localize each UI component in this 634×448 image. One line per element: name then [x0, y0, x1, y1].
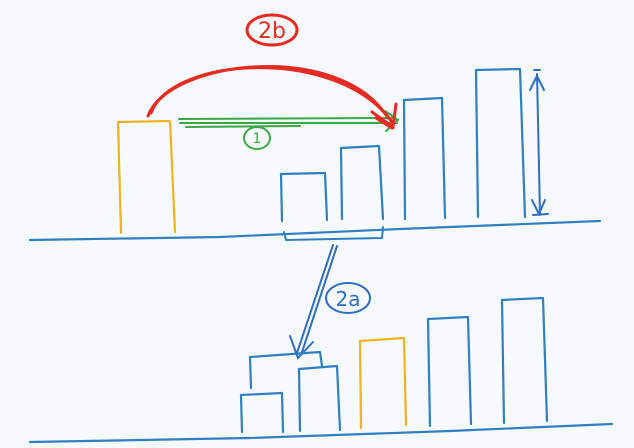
step1-circle: [243, 126, 271, 150]
selection-bracket: [283, 226, 384, 241]
bottom-bar-1: [239, 391, 285, 434]
step2a-arrow: [289, 244, 371, 360]
bottom-row: [28, 296, 614, 444]
top-bar-3: [402, 96, 447, 221]
top-baseline: [28, 219, 602, 242]
step2b-label: 2b: [258, 19, 286, 44]
step2a-circle: [325, 282, 371, 314]
height-measure-arrowhead-bottom: [531, 199, 546, 215]
top-bar-4: [474, 67, 527, 219]
top-bar-2: [339, 144, 385, 221]
bottom-bar-3: [426, 315, 473, 428]
step1-arrow: [178, 110, 400, 150]
height-measure-line: [532, 69, 549, 216]
step1-label: 1: [253, 131, 262, 147]
top-bar-1: [279, 171, 329, 223]
step2b-arrow: [146, 13, 398, 130]
bottom-yellow-bar: [358, 336, 408, 430]
top-row: [28, 67, 602, 242]
step2a-label: 2a: [336, 287, 361, 311]
bottom-bar-2: [297, 364, 342, 433]
bottom-bar-moved: [248, 350, 324, 390]
height-measure-arrowhead-top: [529, 75, 545, 91]
bottom-bar-4: [500, 296, 549, 425]
top-yellow-bar: [116, 119, 177, 235]
bottom-baseline: [28, 422, 614, 444]
step2b-circle: [245, 13, 299, 47]
